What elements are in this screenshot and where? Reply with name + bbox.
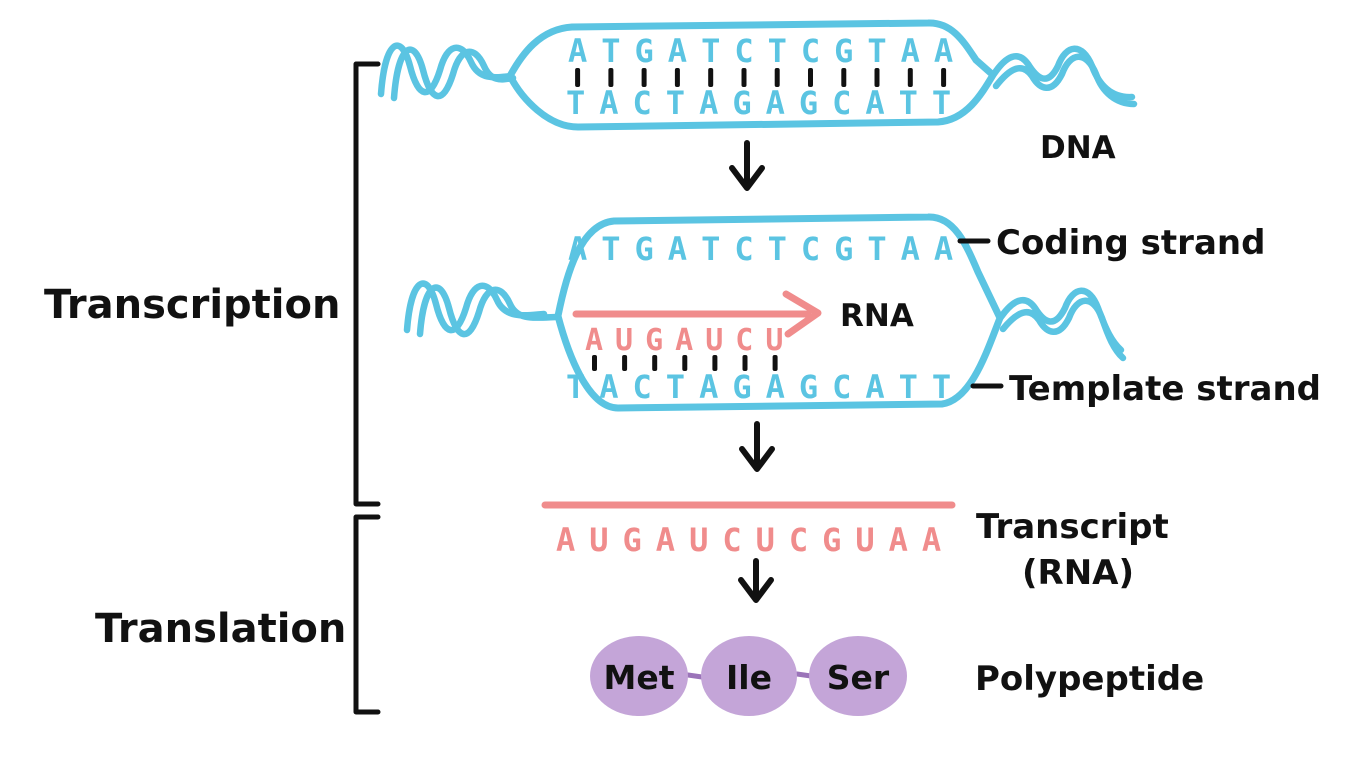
transcription-bubble-outline bbox=[554, 213, 1004, 412]
base-pair-tick bbox=[774, 68, 780, 87]
transcript-row: AUGAUCUCGUAA Transcript (RNA) bbox=[541, 501, 1169, 593]
transcription-stage-label: Transcription bbox=[44, 282, 340, 328]
dna-helix-top: ATGATCTCGTAA TACTAGAGCATT DNA bbox=[377, 19, 1138, 166]
transcription-bracket bbox=[353, 61, 381, 507]
amino-acid-blob bbox=[809, 636, 907, 716]
base-pair-tick bbox=[772, 355, 778, 371]
amino-acid-blob bbox=[590, 636, 688, 716]
base-pair-tick bbox=[941, 68, 947, 87]
residue-ile: Ile bbox=[726, 658, 772, 697]
translation-stage-label: Translation bbox=[95, 606, 346, 652]
residue-met: Met bbox=[604, 658, 675, 697]
base-pair-tick bbox=[592, 355, 597, 371]
helix-squiggle-mid-left bbox=[403, 280, 548, 334]
peptide-bond bbox=[685, 672, 705, 680]
rna-template-ticks bbox=[592, 355, 778, 371]
base-pair-tick bbox=[608, 68, 614, 87]
base-pair-tick bbox=[708, 68, 714, 87]
transcription-bubble: ATGATCTCGTAA Coding strand RNA AUGAUCU T… bbox=[403, 213, 1321, 412]
rna-synthesis-arrow-icon bbox=[572, 290, 822, 338]
dna-bubble-outline bbox=[506, 19, 997, 131]
template-strand-sequence: TACTAGAGCATT bbox=[566, 368, 965, 406]
base-pair-tick bbox=[575, 68, 581, 87]
helix-squiggle-top-right-2 bbox=[992, 53, 1138, 108]
coding-strand-sequence: ATGATCTCGTAA bbox=[568, 230, 967, 268]
helix-squiggle-mid-right-2 bbox=[999, 297, 1127, 362]
transcript-sequence: AUGAUCUCGUAA bbox=[556, 521, 955, 559]
base-pair-tick bbox=[712, 355, 718, 371]
base-pair-tick bbox=[741, 68, 747, 87]
base-pair-tick bbox=[652, 355, 658, 371]
transcript-label: Transcript bbox=[976, 507, 1169, 547]
template-strand-label: Template strand bbox=[1009, 369, 1321, 409]
helix-squiggle-mid-left-2 bbox=[416, 284, 560, 338]
peptide-bond bbox=[794, 671, 814, 679]
dna-base-pair-ticks bbox=[575, 68, 947, 87]
transcript-label-rna: (RNA) bbox=[1022, 553, 1134, 593]
dna-bottom-strand-sequence: TACTAGAGCATT bbox=[566, 84, 965, 122]
down-arrow-icon bbox=[729, 140, 765, 191]
dna-label: DNA bbox=[1040, 130, 1116, 166]
base-pair-tick bbox=[841, 68, 847, 87]
base-pair-tick bbox=[808, 68, 813, 87]
rna-label: RNA bbox=[840, 298, 914, 334]
dna-top-strand-sequence: ATGATCTCGTAA bbox=[568, 32, 967, 70]
base-pair-tick bbox=[742, 355, 748, 371]
base-pair-tick bbox=[907, 68, 913, 87]
residue-ser: Ser bbox=[827, 658, 890, 697]
rna-growing-sequence: AUGAUCU bbox=[585, 323, 795, 358]
coding-strand-label: Coding strand bbox=[996, 223, 1265, 263]
polypeptide-chain: Met Ile Ser Polypeptide bbox=[590, 636, 1204, 716]
translation-bracket bbox=[353, 514, 381, 715]
down-arrow-icon bbox=[739, 421, 775, 472]
base-pair-tick bbox=[682, 355, 688, 371]
polypeptide-label: Polypeptide bbox=[975, 659, 1204, 699]
base-pair-tick bbox=[622, 355, 628, 371]
base-pair-tick bbox=[874, 68, 880, 87]
base-pair-tick bbox=[641, 68, 647, 87]
helix-squiggle-top-left bbox=[377, 42, 515, 98]
down-arrow-icon bbox=[738, 558, 774, 603]
helix-squiggle-top-left-2 bbox=[390, 46, 517, 102]
amino-acid-blob bbox=[701, 636, 797, 716]
base-pair-tick bbox=[674, 68, 680, 87]
